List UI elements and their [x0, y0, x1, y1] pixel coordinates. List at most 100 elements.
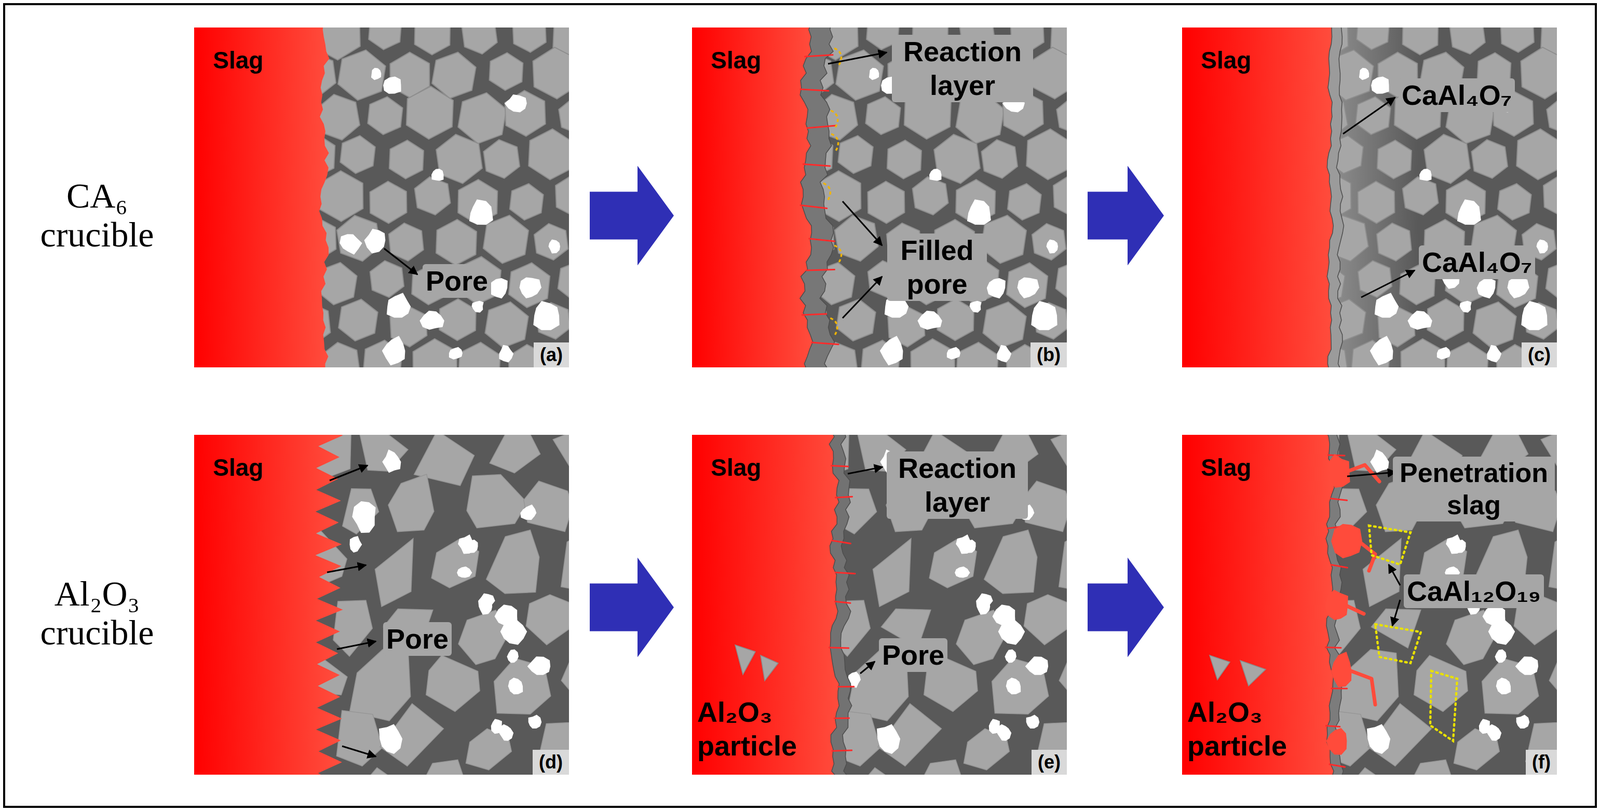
- alumina-grain: [357, 768, 421, 776]
- alumina-grain: [561, 530, 569, 595]
- row-label: Al₂O₃ crucible: [11, 574, 183, 653]
- hexagonal-grain: [370, 260, 404, 298]
- hexagonal-grain: [558, 261, 569, 302]
- region-label: Slag: [1200, 453, 1252, 483]
- alumina-grain: [1346, 435, 1396, 472]
- micrograph-panel: SlagPore(a): [194, 27, 569, 368]
- hexagonal-grain: [462, 27, 498, 54]
- pore: [456, 566, 472, 579]
- slag-vein: [1350, 671, 1376, 705]
- alumina-grain: [1414, 655, 1468, 712]
- alumina-grain: [1059, 649, 1067, 708]
- hexagonal-grain: [982, 302, 1026, 348]
- pore: [1006, 678, 1022, 695]
- leader-arrow: [1392, 600, 1401, 627]
- hexagonal-grain: [1546, 98, 1557, 134]
- pore: [1459, 301, 1472, 314]
- pore: [527, 656, 551, 675]
- pore: [508, 678, 524, 695]
- alumina-grain: [984, 530, 1038, 595]
- pore: [969, 301, 982, 314]
- leader-arrow: [384, 248, 418, 275]
- alumina-grain: [1549, 530, 1557, 595]
- hexagonal-grain: [484, 302, 528, 348]
- pore: [946, 347, 961, 360]
- leader-arrow: [336, 641, 376, 650]
- pore: [382, 449, 401, 473]
- slag-crack: [1331, 565, 1348, 569]
- alumina-grain: [525, 594, 569, 646]
- micrograph-panel: SlagPore(d): [194, 435, 569, 776]
- hexagonal-grain: [1402, 27, 1439, 56]
- slag-crack: [838, 686, 854, 688]
- alumina-grain: [1059, 530, 1067, 595]
- alumina-grain: [342, 489, 379, 535]
- hexagonal-grain: [955, 179, 996, 225]
- hexagonal-grain: [865, 96, 901, 135]
- pore: [1017, 277, 1040, 299]
- pore: [1495, 649, 1507, 663]
- hexagonal-grain: [1032, 223, 1066, 261]
- hexagonal-grain: [1031, 47, 1068, 99]
- hexagonal-grain: [1445, 179, 1486, 225]
- hexagonal-grain: [505, 90, 546, 137]
- penetration-slag: [1325, 590, 1349, 621]
- pore: [378, 724, 403, 755]
- alumina-grain: [911, 760, 969, 776]
- panel-letter: (d): [532, 750, 569, 776]
- hexagonal-grain: [1546, 261, 1557, 302]
- leader-arrow: [1343, 97, 1395, 134]
- hexaluminate-outline: [1375, 624, 1421, 664]
- pore: [1359, 68, 1369, 80]
- pore: [1515, 656, 1539, 675]
- pore: [1374, 292, 1399, 318]
- filled-pore-outline: [830, 318, 837, 336]
- penetration-slag: [1326, 728, 1348, 756]
- alumina-grain: [855, 768, 919, 776]
- pore: [954, 566, 970, 579]
- pore: [1046, 239, 1059, 254]
- alumina-grain: [413, 760, 471, 776]
- leader-arrow: [828, 52, 887, 64]
- panel-letter: (b): [1030, 342, 1067, 368]
- molten-slag: [194, 27, 330, 368]
- panel-letter: (e): [1031, 750, 1067, 776]
- callout-label: Reaction layer: [886, 451, 1028, 520]
- pore: [1005, 649, 1017, 663]
- hexagonal-grain: [528, 128, 569, 180]
- pore: [1479, 719, 1490, 735]
- slag-crack: [1325, 726, 1340, 728]
- slag-crack: [1325, 646, 1341, 649]
- hexagonal-grain: [389, 140, 424, 180]
- hexagonal-grain: [1521, 47, 1558, 99]
- slag-crack: [802, 314, 827, 316]
- region-label: Slag: [1200, 46, 1252, 75]
- reaction-layer: [1326, 27, 1344, 368]
- alumina-grain: [561, 649, 569, 708]
- hexagonal-grain: [1471, 139, 1508, 179]
- pore: [520, 504, 537, 521]
- slag-crack: [832, 750, 852, 752]
- hexagonal-grain: [887, 140, 922, 180]
- hexagonal-grain: [367, 96, 403, 135]
- slag-crack: [832, 540, 851, 545]
- pore: [869, 68, 879, 80]
- pore: [1496, 678, 1512, 695]
- hexagonal-grain: [508, 263, 550, 308]
- slag-crack: [800, 205, 827, 209]
- pore: [1366, 724, 1391, 755]
- pore: [371, 68, 382, 80]
- reaction-layer: [800, 27, 835, 368]
- slag-crack: [1329, 764, 1346, 768]
- filled-pore-outline: [831, 133, 838, 152]
- hexagonal-grain: [509, 183, 544, 221]
- pore: [1507, 277, 1530, 299]
- panel-letter: (c): [1521, 342, 1557, 368]
- callout-label: Pore: [383, 622, 452, 657]
- callout-label: Filled pore: [887, 233, 987, 302]
- pore: [1407, 310, 1432, 331]
- pore: [383, 76, 402, 94]
- pore: [431, 168, 444, 181]
- slag-crack: [835, 496, 852, 498]
- hexagonal-grain: [414, 27, 451, 56]
